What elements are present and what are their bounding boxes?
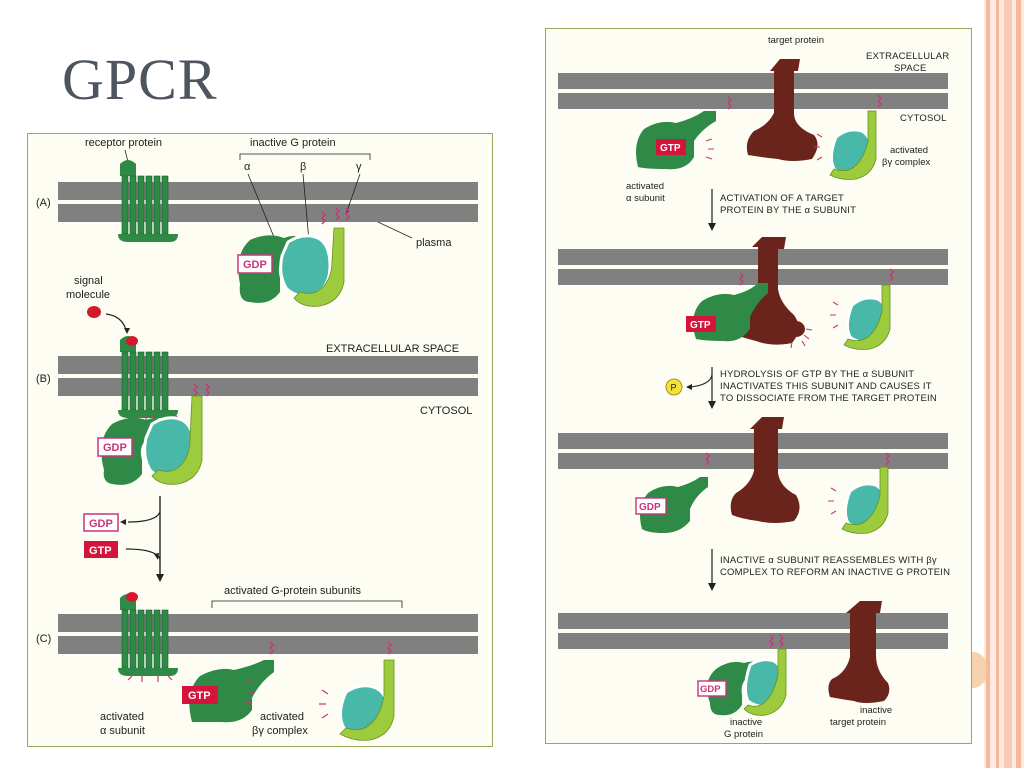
membrane-step4 [558, 613, 948, 649]
inactive-alpha-step3 [640, 452, 710, 533]
target-cycle-diagram: target protein EXTRACELLULAR SPACE CYTOS… [558, 35, 950, 740]
membrane-step2 [558, 249, 948, 285]
decorative-stripes [984, 0, 1024, 768]
inactive-g-protein-label-2: G protein [724, 729, 763, 740]
signal-label: signal [74, 275, 103, 287]
extracellular-label-1: EXTRACELLULAR [866, 51, 949, 62]
activation-text-1: ACTIVATION OF A TARGET [720, 193, 844, 204]
activated-alpha-label-2: α subunit [100, 725, 145, 737]
plasma-label: plasma [416, 237, 452, 249]
activation-text-2: PROTEIN BY THE α SUBUNIT [720, 205, 856, 216]
arrow-reassembly [708, 549, 716, 591]
activated-bg-step1 [814, 94, 882, 180]
receptor-protein-c [118, 592, 178, 682]
inactive-target-label-2: target protein [830, 717, 886, 728]
gdp-tag-step4: GDP [697, 680, 727, 697]
gdp-tag-step3: GDP [635, 497, 667, 515]
molecule-label: molecule [66, 289, 110, 301]
beta-symbol: β [300, 161, 306, 173]
svg-text:GDP: GDP [103, 442, 127, 454]
activated-bg-label-2: βγ complex [252, 725, 308, 737]
activated-alpha-subunit-c [189, 641, 274, 723]
cytosol-label-right: CYTOSOL [900, 113, 947, 124]
activated-alpha-label-1: activated [100, 711, 144, 723]
svg-text:GDP: GDP [639, 502, 661, 513]
svg-text:GDP: GDP [89, 518, 113, 530]
svg-text:GDP: GDP [243, 259, 267, 271]
reassembly-text-2: COMPLEX TO REFORM AN INACTIVE G PROTEIN [720, 567, 950, 578]
gdp-tag-b: GDP [97, 437, 133, 457]
activated-bg-label-1: activated [260, 711, 304, 723]
receptor-protein-a [118, 160, 178, 242]
g-protein-b [101, 383, 210, 485]
inactive-target-protein-step4 [828, 601, 890, 703]
membrane-step3 [558, 433, 948, 469]
activated-bg-complex-c [319, 641, 395, 741]
receptor-protein-b [118, 336, 181, 421]
arrow-hydrolysis [686, 367, 716, 409]
slide-title: GPCR [62, 47, 218, 112]
hydrolysis-text-2: INACTIVATES THIS SUBUNIT AND CAUSES IT [720, 381, 932, 392]
bg-complex-step3 [828, 452, 890, 534]
diagram-panel-target-cycle: target protein EXTRACELLULAR SPACE CYTOS… [545, 28, 972, 744]
membrane-c [58, 614, 478, 654]
activated-subunits-label: activated G-protein subunits [224, 585, 361, 597]
membrane-b [58, 356, 478, 396]
panel-b-letter: (B) [36, 373, 51, 385]
membrane-step1 [558, 73, 948, 109]
activated-bg-right-2: βγ complex [882, 157, 930, 168]
svg-text:GDP: GDP [700, 684, 721, 695]
hydrolysis-text-1: HYDROLYSIS OF GTP BY THE α SUBUNIT [720, 369, 914, 380]
svg-text:GTP: GTP [89, 545, 112, 557]
hydrolysis-text-3: TO DISSOCIATE FROM THE TARGET PROTEIN [720, 393, 937, 404]
svg-text:GTP: GTP [690, 320, 711, 331]
panel-a-letter: (A) [36, 197, 51, 209]
membrane-a [58, 182, 478, 222]
inactive-g-protein-label-1: inactive [730, 717, 762, 728]
diagram-panel-activation: (A) receptor protein inactive G protein … [27, 133, 493, 747]
bg-complex-step2 [830, 268, 894, 350]
gtp-tag-bound: GTP [84, 541, 118, 558]
arrow-activation [708, 189, 716, 231]
inactive-g-protein-step4 [707, 634, 787, 716]
gtp-tag-step1: GTP [656, 139, 686, 155]
target-protein-step3 [730, 417, 800, 523]
alpha-symbol: α [244, 161, 251, 173]
activated-alpha-right-2: α subunit [626, 193, 665, 204]
gdp-tag-released: GDP [83, 513, 119, 532]
extracellular-space-label: EXTRACELLULAR SPACE [326, 343, 459, 355]
receptor-protein-label: receptor protein [85, 137, 162, 149]
cytosol-label: CYTOSOL [420, 405, 472, 417]
gdp-tag-a: GDP [237, 254, 273, 274]
phosphate-released: P [665, 378, 683, 396]
extracellular-label-2: SPACE [894, 63, 927, 74]
panel-c-letter: (C) [36, 633, 51, 645]
gamma-symbol: γ [356, 161, 362, 173]
svg-text:P: P [671, 383, 677, 393]
activation-diagram: (A) receptor protein inactive G protein … [36, 137, 478, 741]
activated-alpha-right-1: activated [626, 181, 664, 192]
target-protein-step1 [746, 59, 818, 161]
target-protein-label: target protein [768, 35, 824, 46]
inactive-target-label-1: inactive [860, 705, 892, 716]
gtp-tag-c: GTP [182, 686, 218, 704]
svg-text:GTP: GTP [660, 143, 681, 154]
svg-text:GTP: GTP [188, 690, 211, 702]
signal-molecule-a [87, 306, 101, 318]
gdp-gtp-exchange [120, 496, 164, 582]
reassembly-text-1: INACTIVE α SUBUNIT REASSEMBLES WITH βγ [720, 555, 937, 566]
activated-bg-right-1: activated [890, 145, 928, 156]
gtp-tag-step2: GTP [686, 316, 716, 332]
inactive-g-protein-label: inactive G protein [250, 137, 336, 149]
